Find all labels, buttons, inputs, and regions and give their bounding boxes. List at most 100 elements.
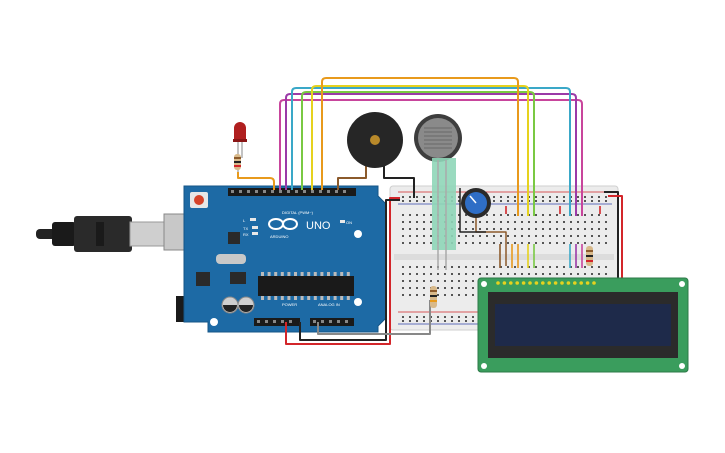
breadboard-hole [556, 200, 558, 202]
wire-purple [285, 93, 577, 216]
breadboard-hole [458, 196, 460, 198]
breadboard-hole [430, 200, 432, 202]
breadboard-hole [465, 228, 467, 230]
breadboard-hole [444, 316, 446, 318]
breadboard-hole [465, 280, 467, 282]
header-pin [263, 190, 266, 193]
breadboard-hole [402, 266, 404, 268]
breadboard-hole [479, 242, 481, 244]
breadboard-hole [514, 242, 516, 244]
breadboard-hole [402, 287, 404, 289]
lcd-16x2 [477, 277, 689, 373]
breadboard-hole [598, 214, 600, 216]
power-header-label: POWER [282, 302, 297, 307]
breadboard-hole [409, 294, 411, 296]
chip-leg [274, 272, 278, 276]
breadboard-hole [472, 294, 474, 296]
breadboard-hole [458, 266, 460, 268]
chip-leg [307, 272, 311, 276]
chip-leg [327, 272, 330, 276]
breadboard-hole [430, 235, 432, 237]
breadboard-hole [507, 235, 509, 237]
header-pin [343, 190, 346, 193]
breadboard-hole [423, 242, 425, 244]
wire-led [237, 172, 275, 190]
breadboard-hole [423, 320, 425, 322]
header-pin [327, 190, 330, 193]
wire-gnd [299, 199, 400, 341]
breadboard-hole [528, 221, 530, 223]
breadboard-hole [437, 316, 439, 318]
breadboard-hole [458, 221, 460, 223]
header-pin [303, 190, 306, 193]
potentiometer[interactable] [461, 188, 491, 218]
lcd-resistor [586, 246, 593, 266]
power-header [254, 318, 300, 326]
breadboard-hole [528, 273, 530, 275]
reset-button-cap[interactable] [194, 195, 204, 205]
breadboard-hole [493, 242, 495, 244]
wire-green [301, 91, 535, 216]
breadboard-hole [514, 221, 516, 223]
breadboard-hole [437, 294, 439, 296]
breadboard-hole [479, 235, 481, 237]
breadboard-hole [563, 273, 565, 275]
usb-cable [36, 216, 165, 252]
breadboard-hole [598, 273, 600, 275]
breadboard-hole [416, 228, 418, 230]
lcd-pins [496, 281, 596, 285]
header-pin [319, 190, 322, 193]
breadboard-hole [451, 287, 453, 289]
breadboard-hole [570, 235, 572, 237]
breadboard-hole [430, 242, 432, 244]
breadboard-hole [570, 273, 572, 275]
breadboard-hole [409, 320, 411, 322]
chip-leg [333, 272, 337, 276]
breadboard-hole [402, 294, 404, 296]
breadboard-hole [430, 273, 432, 275]
breadboard-hole [423, 273, 425, 275]
breadboard-hole [542, 221, 544, 223]
usb-chip [228, 232, 240, 244]
breadboard-hole [605, 196, 607, 198]
breadboard-hole [500, 221, 502, 223]
breadboard-hole [465, 221, 467, 223]
rx-led [252, 232, 258, 235]
chip-leg [267, 272, 271, 276]
breadboard-hole [598, 221, 600, 223]
breadboard-hole [416, 196, 418, 198]
header-pin [345, 320, 348, 323]
lcd-pin [496, 281, 500, 285]
breadboard-hole [430, 221, 432, 223]
breadboard-hole [458, 214, 460, 216]
breadboard-hole [486, 235, 488, 237]
breadboard-hole [591, 196, 593, 198]
breadboard-hole [451, 320, 453, 322]
breadboard-hole [605, 242, 607, 244]
breadboard-hole [437, 273, 439, 275]
breadboard-hole [465, 242, 467, 244]
breadboard-hole [535, 228, 537, 230]
chip-leg [313, 296, 317, 300]
chip-leg [280, 272, 284, 276]
breadboard-hole [500, 200, 502, 202]
chip-leg [346, 272, 350, 276]
breadboard-hole [542, 242, 544, 244]
digital-header [228, 188, 356, 196]
chip-leg [294, 272, 297, 276]
chip-leg [261, 272, 264, 276]
mount-hole [210, 318, 218, 326]
breadboard-hole [500, 266, 502, 268]
atmega-chip [258, 276, 354, 296]
breadboard-hole [465, 235, 467, 237]
breadboard-hole [528, 266, 530, 268]
chip-leg [287, 296, 291, 300]
breadboard-hole [521, 221, 523, 223]
breadboard-hole [500, 228, 502, 230]
breadboard-hole [535, 235, 537, 237]
breadboard-hole [402, 235, 404, 237]
chip-leg [320, 272, 324, 276]
breadboard-hole [493, 196, 495, 198]
lcd-pin [502, 281, 507, 285]
led-resistor [234, 154, 241, 170]
